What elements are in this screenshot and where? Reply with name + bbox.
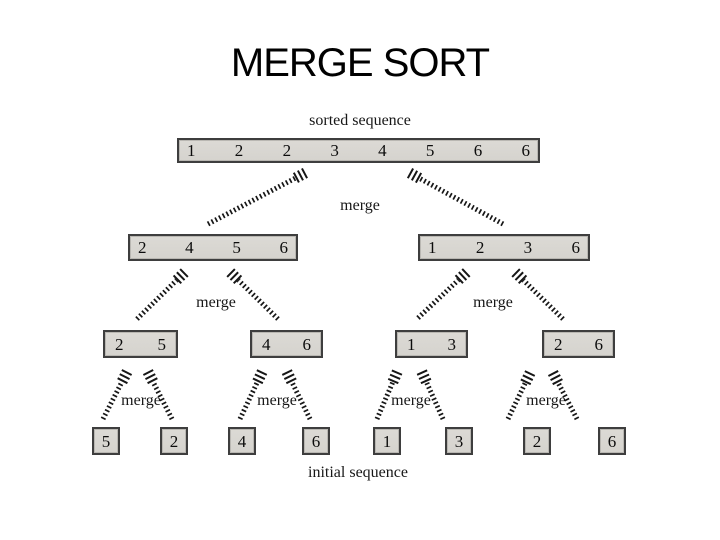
cell-value: 6 <box>521 141 530 160</box>
cell-value: 3 <box>523 238 533 257</box>
cell-value: 4 <box>185 238 194 257</box>
merge-arrow <box>387 367 404 385</box>
merge-arrow <box>100 380 125 421</box>
merge-arrow <box>135 278 179 321</box>
leaf-box-6: 3 <box>445 427 473 455</box>
merge-arrow <box>416 278 461 320</box>
merge-arrow <box>415 367 432 385</box>
merge-level3-box-1: 2 5 <box>103 330 178 358</box>
merge-arrow <box>281 367 297 385</box>
cell-value: 2 <box>554 334 563 354</box>
merge-level2-box-left: 2 4 5 6 <box>128 234 298 261</box>
sorted-sequence-box: 1 2 2 3 4 5 6 6 <box>177 138 540 163</box>
cell-value: 6 <box>311 431 321 451</box>
cell-value: 6 <box>594 334 604 354</box>
leaf-box-8: 6 <box>598 427 626 455</box>
merge-level2-box-right: 1 2 3 6 <box>418 234 590 261</box>
merge-arrow <box>237 380 260 421</box>
merge-arrow <box>236 278 280 321</box>
initial-sequence-label: initial sequence <box>308 464 408 481</box>
cell-value: 6 <box>473 141 483 160</box>
cell-value: 1 <box>187 141 196 160</box>
merge-arrow <box>510 267 528 285</box>
leaf-box-7: 2 <box>523 427 551 455</box>
cell-value: 3 <box>454 431 464 451</box>
merge-arrow <box>292 167 310 183</box>
cell-value: 6 <box>279 238 288 257</box>
merge-arrow <box>405 167 423 184</box>
cell-value: 6 <box>607 431 617 451</box>
cell-value: 4 <box>237 431 247 451</box>
merge-label: merge <box>121 392 161 409</box>
merge-arrow <box>252 367 268 385</box>
cell-value: 3 <box>330 141 339 160</box>
cell-value: 5 <box>157 334 167 354</box>
merge-arrow <box>505 381 528 421</box>
merge-arrow <box>172 267 190 285</box>
cell-value: 2 <box>169 431 179 451</box>
merge-arrow <box>418 176 505 227</box>
cell-value: 5 <box>425 141 435 160</box>
cell-value: 3 <box>447 334 457 354</box>
cell-value: 2 <box>234 141 244 160</box>
merge-label: merge <box>196 294 236 311</box>
cell-value: 2 <box>282 141 292 160</box>
cell-value: 5 <box>101 431 111 451</box>
merge-arrow <box>142 367 158 385</box>
merge-label: merge <box>473 294 513 311</box>
merge-arrow <box>206 175 297 227</box>
merge-arrow <box>117 367 133 385</box>
leaf-box-4: 6 <box>302 427 330 455</box>
cell-value: 6 <box>571 238 580 257</box>
leaf-box-2: 2 <box>160 427 188 455</box>
merge-label: merge <box>257 392 297 409</box>
leaf-box-3: 4 <box>228 427 256 455</box>
cell-value: 5 <box>232 238 241 257</box>
merge-arrow <box>225 267 243 285</box>
cell-value: 1 <box>407 334 416 354</box>
leaf-box-5: 1 <box>373 427 401 455</box>
merge-level3-box-4: 2 6 <box>542 330 615 358</box>
merge-level3-box-2: 4 6 <box>250 330 323 358</box>
cell-value: 4 <box>378 141 387 160</box>
cell-value: 1 <box>428 238 437 257</box>
leaf-box-1: 5 <box>92 427 120 455</box>
cell-value: 2 <box>138 238 147 257</box>
cell-value: 6 <box>302 334 312 354</box>
merge-label: merge <box>391 392 431 409</box>
merge-arrow <box>454 266 472 284</box>
merge-arrow <box>521 278 565 321</box>
merge-level3-box-3: 1 3 <box>395 330 468 358</box>
merge-arrow <box>547 368 563 386</box>
cell-value: 2 <box>115 334 124 354</box>
merge-arrow <box>520 368 536 386</box>
cell-value: 2 <box>475 238 485 257</box>
sorted-sequence-label: sorted sequence <box>309 112 411 129</box>
cell-value: 1 <box>382 431 392 451</box>
slide-title: MERGE SORT <box>230 41 490 85</box>
cell-value: 4 <box>262 334 271 354</box>
cell-value: 2 <box>532 431 542 451</box>
merge-label: merge <box>526 392 566 409</box>
merge-label: merge <box>340 197 380 214</box>
